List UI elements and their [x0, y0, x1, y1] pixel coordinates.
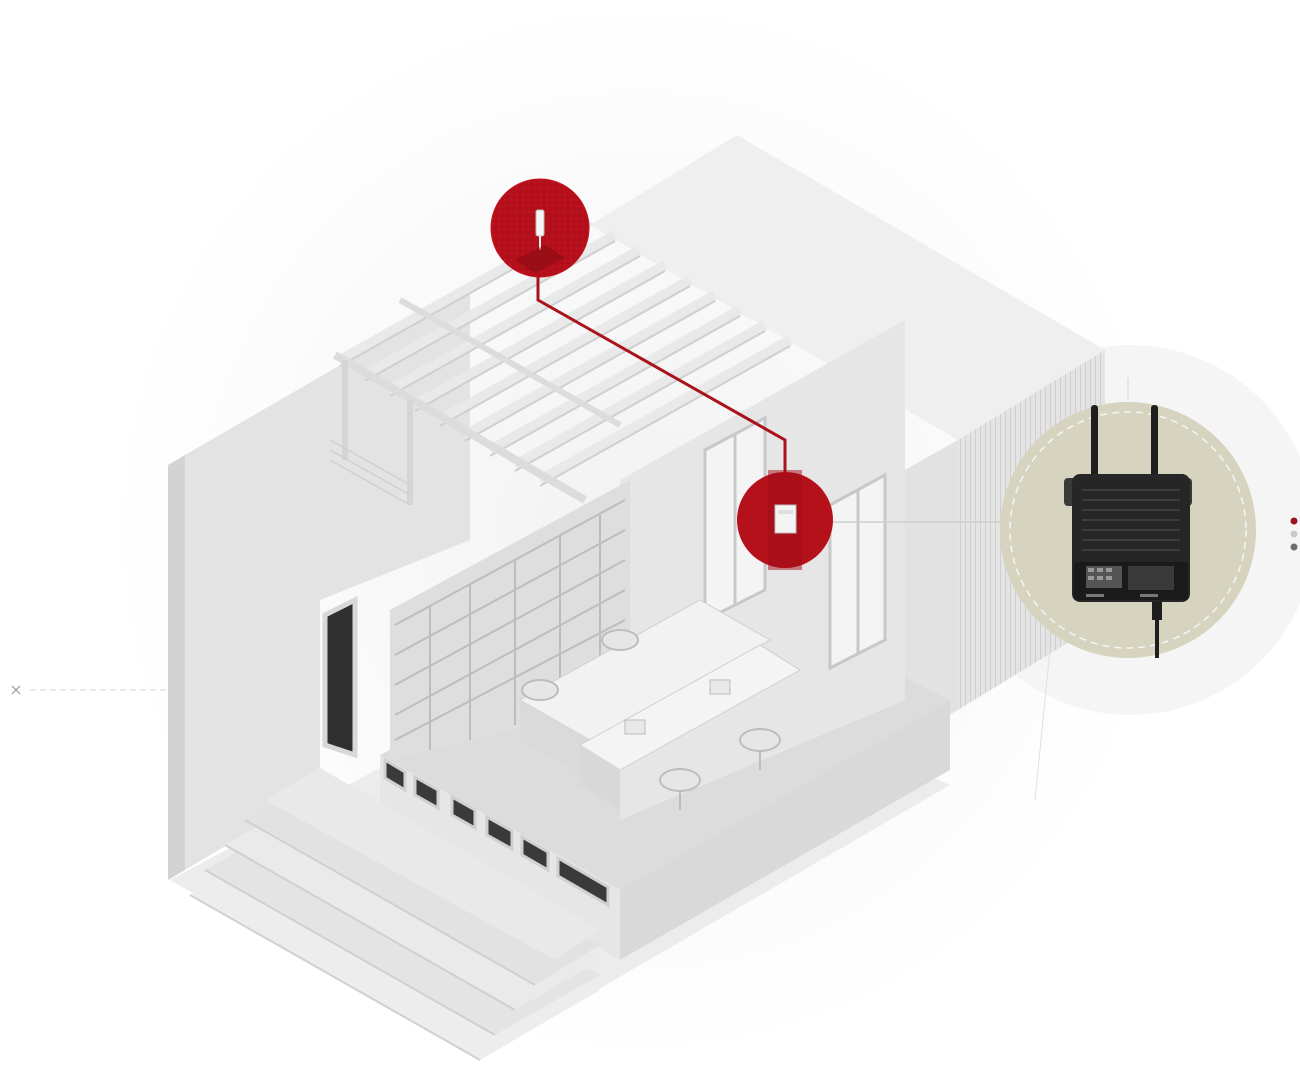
rear-block-roof [590, 135, 1105, 440]
left-wall-front [168, 455, 185, 880]
pergola [329, 215, 793, 506]
pagination-dots [1290, 517, 1298, 551]
outdoor-antenna-marker[interactable] [490, 178, 590, 278]
pagination-dot-1[interactable] [1290, 517, 1298, 525]
bookshelves [394, 499, 626, 750]
signal-booster-unit-icon [774, 504, 797, 534]
signal-booster-device-icon [1064, 405, 1192, 658]
detail-tick-bottom [1034, 649, 1051, 801]
basement-windows [383, 757, 610, 908]
left-wall-face [185, 290, 470, 870]
device-zoom-detail[interactable] [1000, 402, 1256, 658]
office-chairs [521, 629, 781, 810]
building [168, 135, 1105, 1061]
entrance-stairs [189, 768, 600, 1061]
small-cross-icon [11, 685, 21, 695]
pagination-dot-3[interactable] [1290, 543, 1298, 551]
interior-windows [703, 415, 887, 671]
office-desks [518, 599, 801, 810]
floor-slab-right [620, 700, 950, 960]
rear-block-front-wall [905, 440, 958, 740]
indoor-unit-marker[interactable] [737, 470, 833, 570]
doorway [322, 595, 358, 759]
left-hint [11, 685, 175, 695]
pagination-dot-2[interactable] [1290, 530, 1298, 538]
